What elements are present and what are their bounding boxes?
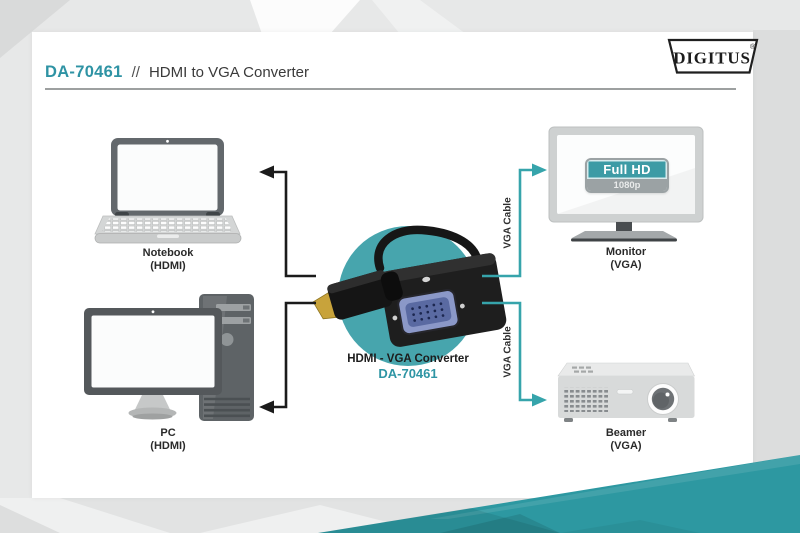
vga-cable-label-beamer: VGA Cable [502, 326, 514, 378]
product-model: DA-70461 [45, 63, 123, 81]
notebook-name: Notebook [142, 247, 194, 259]
converter-model: DA-70461 [378, 366, 438, 381]
cable-converter-to-monitor [482, 163, 547, 278]
registered-mark: ® [750, 42, 756, 51]
logo-frame [667, 38, 759, 74]
monitor-port: (VGA) [610, 259, 642, 271]
fullhd-badge-top: Full HD [587, 160, 667, 179]
cable-converter-to-beamer [482, 301, 547, 407]
converter-title: HDMI - VGA Converter [347, 353, 469, 365]
beamer-icon [557, 362, 695, 422]
beamer-name: Beamer [605, 427, 647, 439]
beamer-label: Beamer (VGA) [606, 427, 646, 453]
vga-dongle [379, 253, 507, 347]
pc-icon [84, 294, 254, 421]
monitor-label: Monitor (VGA) [606, 246, 646, 272]
arrow-converter-to-notebook [259, 165, 316, 278]
notebook-port: (HDMI) [150, 260, 186, 272]
pc-label: PC (HDMI) [150, 427, 185, 453]
notebook-label: Notebook (HDMI) [143, 247, 194, 273]
beamer-port: (VGA) [610, 440, 642, 452]
pc-name: PC [160, 427, 176, 439]
page-title: HDMI to VGA Converter [148, 64, 310, 81]
fullhd-badge: Full HD 1080p [585, 158, 669, 193]
notebook-icon [94, 138, 242, 244]
header-divider [45, 88, 736, 90]
arrow-converter-to-pc [259, 301, 316, 414]
vga-cable-label-monitor: VGA Cable [502, 197, 514, 249]
logo-text: DIGITUS [673, 49, 750, 68]
converter-label: HDMI - VGA Converter DA-70461 [347, 352, 469, 381]
converter-photo [312, 225, 507, 366]
fullhd-badge-bottom: 1080p [587, 179, 667, 191]
monitor-name: Monitor [605, 246, 647, 258]
hdmi-plug [312, 270, 403, 320]
header-separator: // [131, 64, 140, 81]
digitus-logo: DIGITUS ® [667, 38, 759, 74]
page-header: DA-70461 // HDMI to VGA Converter [45, 63, 309, 82]
pc-port: (HDMI) [150, 440, 186, 452]
